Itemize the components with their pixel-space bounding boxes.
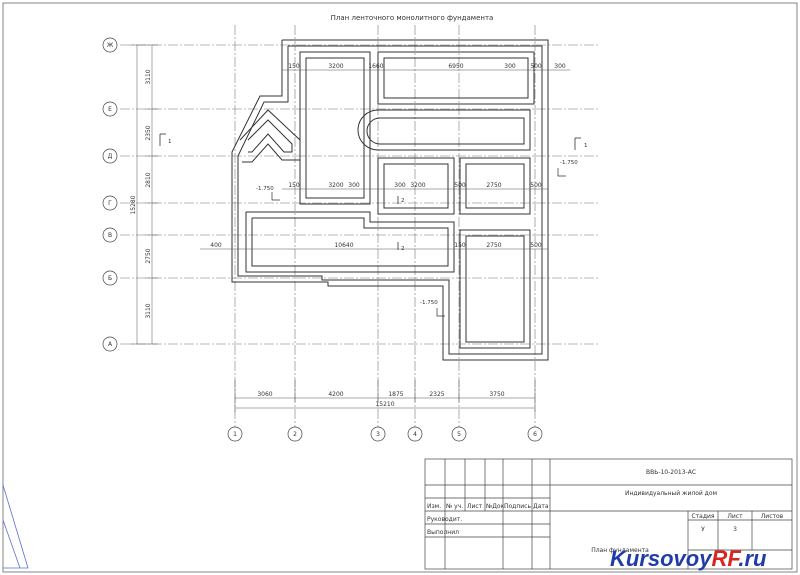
axis-label-4: 4 (413, 431, 417, 438)
left-dim-total: 15280 (130, 195, 137, 214)
bottom-dim-chain (234, 380, 536, 412)
level-marks (271, 168, 566, 317)
lower-dim-3: 150 (454, 242, 466, 249)
axis-label-5: 5 (457, 431, 461, 438)
section-mark-1-right: 1 (584, 143, 588, 149)
left-dim-2: 2350 (145, 125, 152, 140)
left-dim-3: 2810 (145, 172, 152, 187)
lower-dim-5: 500 (530, 242, 542, 249)
level-mark-left: -1.750 (256, 186, 274, 192)
tb-hdr-list: Лист (467, 503, 483, 510)
top-dim-1: 150 (288, 63, 300, 70)
bottom-dim-1: 3060 (257, 391, 272, 398)
section-markers (159, 133, 581, 250)
bottom-dim-4: 2325 (429, 391, 444, 398)
column-axis-lines (234, 25, 536, 428)
bottom-dim-2: 4200 (328, 391, 343, 398)
section-mark-2-top: 2 (401, 198, 405, 204)
axis-label-v: В (108, 232, 112, 239)
axis-label-zh: Ж (107, 42, 114, 49)
watermark: KursovoyRF.ru (610, 546, 767, 571)
mid-dim-2: 3200 (328, 182, 343, 189)
mid-dim-4: 300 (394, 182, 406, 189)
bottom-dim-5: 3750 (489, 391, 504, 398)
mid-dim-5: 3200 (410, 182, 425, 189)
bottom-dim-3: 1875 (388, 391, 403, 398)
lower-dim-1: 400 (210, 242, 222, 249)
tb-sheet-header: Лист (727, 513, 743, 520)
mid-dim-3: 300 (348, 182, 360, 189)
column-axis-bubbles (227, 426, 543, 442)
left-dim-chain (130, 44, 158, 345)
axis-label-d: Д (108, 153, 113, 160)
mid-dim-7: 2750 (486, 182, 501, 189)
top-dim-3: 1660 (368, 63, 383, 70)
top-dim-5: 300 (504, 63, 516, 70)
tb-hdr-izm: Изм. (427, 503, 441, 510)
drawing-title: План ленточного монолитного фундамента (331, 14, 494, 22)
left-dim-5: 3110 (145, 303, 152, 318)
mid-dim-6: 500 (454, 182, 466, 189)
left-dim-1: 3110 (145, 69, 152, 84)
foundation-walls (231, 39, 549, 361)
section-mark-1-left: 1 (168, 139, 172, 145)
tb-hdr-dok: №Док. (486, 503, 506, 510)
bottom-dim-total: 15210 (375, 401, 394, 408)
top-dim-7: 300 (554, 63, 566, 70)
level-mark-right: -1.750 (560, 160, 578, 166)
tb-hdr-data: Дата (533, 503, 549, 510)
mid-dim-8: 500 (530, 182, 542, 189)
title-block-code: ВВЬ-10-2013-АС (646, 469, 696, 476)
tb-sheet-name: План фундамента (591, 547, 649, 554)
tb-hdr-podpis: Подпись (504, 503, 531, 510)
lower-dim-4: 2750 (486, 242, 501, 249)
title-block (424, 458, 793, 570)
title-block-project: Индивидуальный жилой дом (625, 490, 717, 497)
tb-stage-header: Стадия (691, 513, 714, 520)
top-dim-2: 3200 (328, 63, 343, 70)
axis-label-6: 6 (533, 431, 537, 438)
tb-stage-value: У (701, 526, 705, 533)
tb-role-vypolnil: Выполнил (427, 529, 459, 536)
axis-label-ye: Е (108, 106, 112, 113)
tb-hdr-uch: № уч. (446, 503, 463, 510)
mid-dim-1: 150 (288, 182, 300, 189)
corner-triangle (2, 484, 29, 569)
tb-role-rukovod: Руководит. (427, 516, 462, 523)
lower-dim-2: 10640 (334, 242, 353, 249)
axis-label-b: Б (108, 275, 112, 282)
axis-label-g: Г (108, 200, 112, 207)
left-dim-4: 2750 (145, 248, 152, 263)
top-dim-4: 6950 (448, 63, 463, 70)
axis-label-3: 3 (376, 431, 380, 438)
axis-label-1: 1 (233, 431, 237, 438)
tb-sheet-value: 3 (733, 526, 737, 533)
tb-sheets-header: Листов (761, 513, 784, 520)
axis-label-2: 2 (293, 431, 297, 438)
row-axis-bubbles (102, 37, 118, 352)
level-mark-lower: -1.750 (420, 300, 438, 306)
axis-label-a: А (108, 341, 113, 348)
top-dim-6: 500 (530, 63, 542, 70)
row-axis-lines (120, 44, 600, 345)
